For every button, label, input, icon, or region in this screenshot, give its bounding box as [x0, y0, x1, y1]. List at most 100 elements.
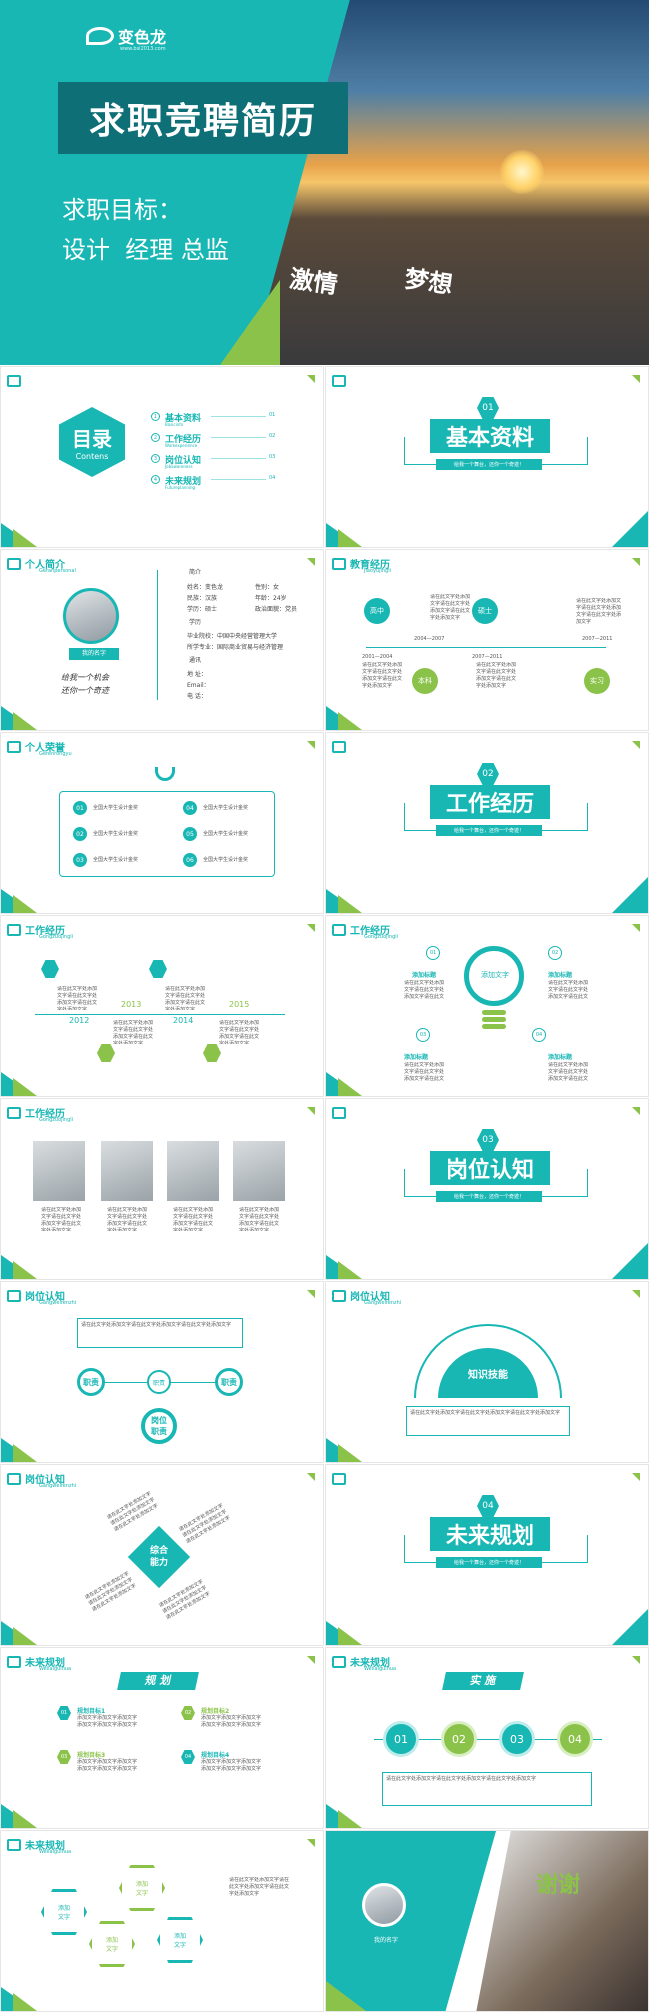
logo-icon [7, 1473, 21, 1485]
trophy-icon [155, 767, 175, 781]
section-title: 岗位认知 [430, 1151, 550, 1185]
logo-icon [332, 741, 346, 753]
toc-item-2[interactable]: 2 工作经历 Workexperience 02 [151, 432, 281, 453]
slide-header: 岗位认知 [25, 1292, 65, 1303]
section-01-slide: 01 基本资料 给我一个舞台，还你一个奇迹！ [325, 366, 649, 548]
team-photo-4 [233, 1141, 285, 1201]
bulb-slide: 工作经历 Gongzuojingli 添加文字 01 02 03 04 添加标题… [325, 915, 649, 1097]
hex-outline-3: 添加 文字 [119, 1865, 165, 1911]
team-photo-1 [33, 1141, 85, 1201]
thanks-slide: 我的名字 谢谢 [325, 1830, 649, 2012]
avatar [63, 588, 119, 644]
edu-stop-1: 高中 [364, 598, 390, 624]
edu-stop-4: 实习 [584, 668, 610, 694]
logo-icon [332, 375, 346, 387]
section-number-hex: 03 [477, 1129, 499, 1151]
section-title: 基本资料 [430, 419, 550, 453]
implement-step-3: 03 [502, 1724, 532, 1754]
toc-num: 4 [151, 475, 160, 484]
toc-item-4[interactable]: 4 未来规划 Futureplanning 04 [151, 474, 281, 495]
school-line: 毕业院校：中国中央经营管理大学 [187, 633, 278, 640]
toc-num: 2 [151, 433, 160, 442]
slide-header: 个人荣誉 [25, 743, 65, 754]
section-04-slide: 04 未来规划 给我一个舞台，还你一个奇迹！ [325, 1464, 649, 1646]
slide-header: 工作经历 [25, 926, 65, 937]
thanks-photo [476, 1831, 648, 2011]
toc-item-3[interactable]: 3 岗位认知 Jobawareness 03 [151, 453, 281, 474]
hex-outline-1: 添加 文字 [41, 1889, 87, 1935]
origin-line: 民族：汉族 [187, 595, 218, 602]
duty-node-mid: 职责 [147, 1370, 171, 1394]
phone-line: 电 话： [187, 693, 207, 700]
duty-node-right: 职责 [215, 1368, 243, 1396]
toc-label: 岗位认知 [165, 456, 202, 466]
logo-icon [7, 1290, 21, 1302]
implement-step-1: 01 [386, 1724, 416, 1754]
logo-icon [7, 1656, 21, 1668]
honors-box [59, 791, 275, 877]
section-title: 工作经历 [430, 785, 550, 819]
toc-label: 工作经历 [165, 435, 202, 445]
photos-slide: 工作经历 Gongzuojingli 请在此文字处添加文字请在此文字处添加文字请… [0, 1098, 324, 1280]
toc-en: Workexperience [165, 443, 198, 448]
toc-num: 1 [151, 412, 160, 421]
year-2012: 2012 [69, 1016, 90, 1025]
bulb-node-4: 04 [532, 1028, 546, 1042]
email-line: Email： [187, 682, 210, 689]
edu-stop-3: 硕士 [472, 598, 498, 624]
toc-page: 03 [269, 454, 276, 460]
briefcase-icon [97, 1044, 115, 1062]
logo-icon [332, 924, 346, 936]
year-2014: 2014 [173, 1016, 194, 1025]
briefcase-icon [149, 960, 167, 978]
road-text-1: 激情 [287, 264, 340, 300]
section-tagline: 给我一个舞台，还你一个奇迹！ [436, 459, 542, 470]
ability-slide: 岗位认知 Gangweirenzhi 综合 能力 请在此文字处添加文字请在此文字… [0, 1464, 324, 1646]
slide-header: 岗位认知 [350, 1292, 390, 1303]
cover-logo: 变色龙 [86, 24, 166, 48]
section-02-slide: 02 工作经历 给我一个舞台，还你一个奇迹！ [325, 732, 649, 914]
toc-hexagon: 目录 Contens [59, 407, 125, 477]
bulb-node-1: 01 [426, 946, 440, 960]
education-slide: 教育经历 Jiaoyujingli 高中 本科 硕士 实习 2001—2004 … [325, 549, 649, 731]
bulb-text: 添加文字 [481, 971, 509, 979]
brand-name: 变色龙 [118, 28, 167, 47]
year-2015: 2015 [229, 1000, 250, 1009]
name-badge: 我的名字 [69, 648, 119, 660]
timeline-line [366, 647, 606, 648]
duty-node-left: 职责 [77, 1368, 105, 1396]
hex-plan-slide: 未来规划 Weilaiguihua 添加 文字 添加 文字 添加 文字 添加 文… [0, 1830, 324, 2012]
section-03-slide: 03 岗位认知 给我一个舞台，还你一个奇迹！ [325, 1098, 649, 1280]
logo-icon [7, 1107, 21, 1119]
toc-item-1[interactable]: 1 基本资料 Basicinfo 01 [151, 411, 281, 432]
hex-outline-2: 添加 文字 [89, 1921, 135, 1967]
logo-icon [332, 558, 346, 570]
cover-green-triangle [220, 280, 280, 365]
logo-icon [7, 558, 21, 570]
cover-title-box: 求职竞聘简历 [58, 82, 348, 154]
section-tagline: 给我一个舞台，还你一个奇迹！ [436, 825, 542, 836]
toc-page: 01 [269, 412, 276, 418]
section-number-hex: 04 [477, 1495, 499, 1517]
toc-page: 04 [269, 475, 276, 481]
toc-title: 目录 [72, 427, 112, 451]
slide-header: 未来规划 [350, 1658, 390, 1669]
toc-label: 未来规划 [165, 477, 202, 487]
gender-line: 性别：女 [255, 584, 280, 591]
hex-outline-4: 添加 文字 [157, 1917, 203, 1963]
lightbulb-icon [464, 946, 524, 1006]
major-line: 所学专业：国际商业贸易与经济管理 [187, 644, 284, 651]
toc-en: Basicinfo [165, 422, 184, 427]
implement-banner: 实 施 [442, 1672, 524, 1690]
degree-line: 学历：硕士 [187, 606, 218, 613]
toc-label: 基本资料 [165, 414, 202, 424]
section-number-hex: 02 [477, 763, 499, 785]
logo-icon [332, 1107, 346, 1119]
motto-2: 还你一个奇迹 [61, 686, 109, 695]
toc-page: 02 [269, 433, 276, 439]
